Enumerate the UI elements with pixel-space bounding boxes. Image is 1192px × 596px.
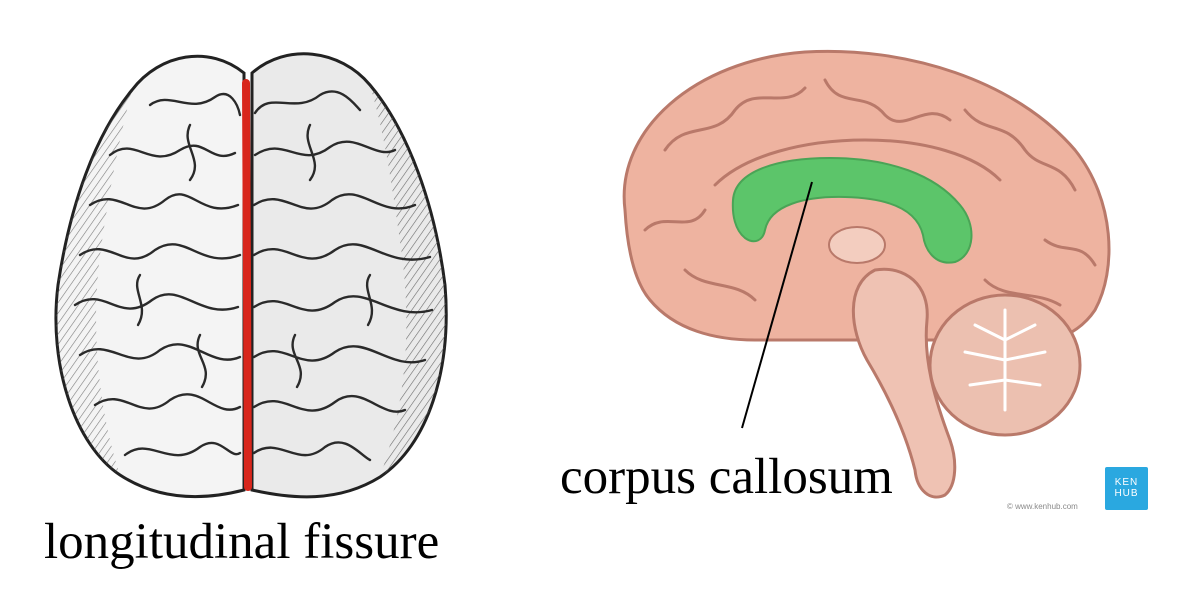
brain-sagittal-section-illustration xyxy=(622,49,1111,499)
logo-line-1: KEN xyxy=(1114,477,1139,488)
kenhub-logo-text: KEN HUB xyxy=(1105,467,1148,510)
brain-top-view-illustration xyxy=(54,52,448,499)
fissure-highlight xyxy=(242,79,252,491)
corpus-callosum-label: corpus callosum xyxy=(560,449,893,505)
longitudinal-fissure-label: longitudinal fissure xyxy=(44,514,440,570)
kenhub-logo-icon xyxy=(1105,467,1148,510)
thalamus xyxy=(828,226,886,264)
brainstem xyxy=(851,267,957,499)
kenhub-credit: © www.kenhub.com xyxy=(1007,502,1078,511)
corpus-callosum-highlight xyxy=(731,156,973,264)
logo-line-2: HUB xyxy=(1114,488,1139,499)
corpus-callosum-pointer xyxy=(741,181,813,429)
